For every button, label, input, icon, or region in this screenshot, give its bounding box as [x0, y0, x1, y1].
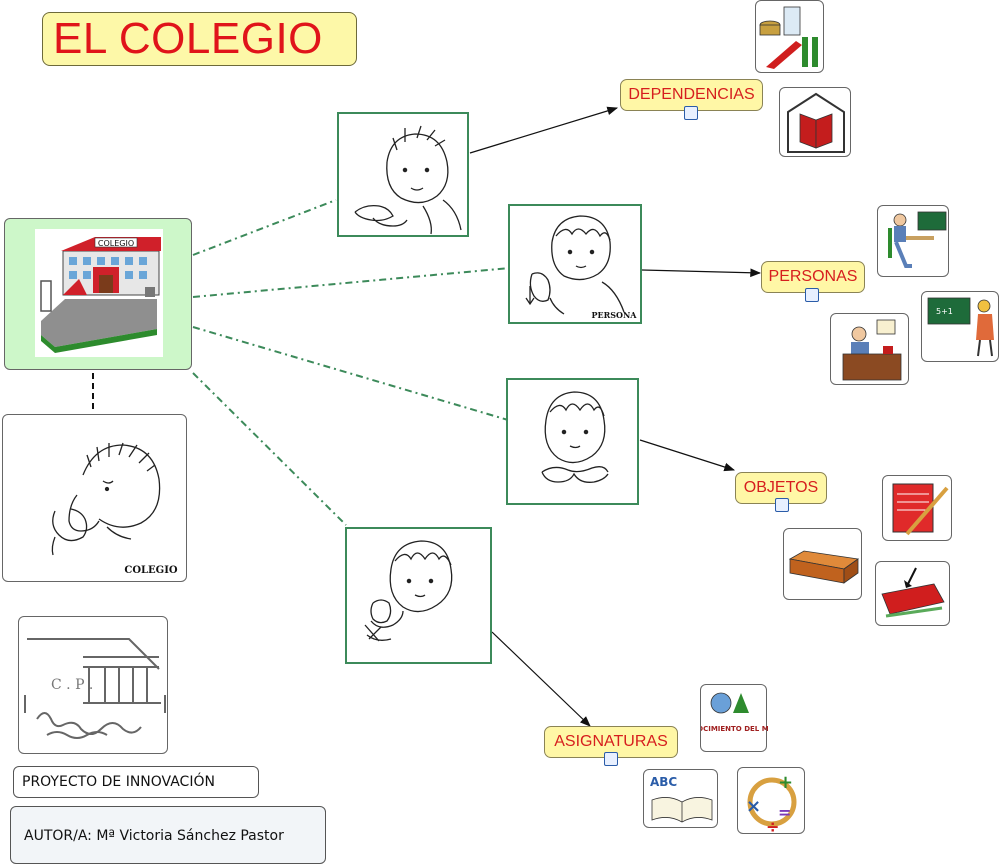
svg-text:×: ×: [746, 796, 761, 817]
conocimiento-medio-icon: CONOCIMIENTO DEL MEDIO: [701, 692, 768, 733]
objetos-submap-icon[interactable]: [775, 498, 789, 512]
objetos-picto-book[interactable]: [783, 528, 862, 600]
asignaturas-picto-math[interactable]: + × = ÷: [737, 767, 805, 835]
colegio-sign-node[interactable]: COLEGIO: [2, 414, 187, 582]
dependencias-submap-icon[interactable]: [684, 106, 698, 120]
asignaturas-submap-icon[interactable]: [604, 752, 618, 766]
dependencias-picto-playground[interactable]: [755, 0, 824, 73]
sign-asignaturas-node[interactable]: [345, 527, 492, 664]
persona-caption: PERSONA: [591, 310, 637, 320]
svg-text:÷: ÷: [766, 817, 779, 835]
personas-picto-teacher[interactable]: 5+1: [921, 291, 999, 362]
notebook-pencil-icon: [892, 483, 949, 536]
objetos-picto-notebook[interactable]: [882, 475, 952, 541]
arrow-connectors: [469, 106, 762, 727]
abc-book-icon: ABC: [650, 775, 713, 823]
svg-text:=: =: [778, 803, 791, 822]
svg-text:5+1: 5+1: [936, 307, 953, 316]
school-image-node[interactable]: COLEGIO: [4, 218, 192, 370]
personas-picto-student[interactable]: [877, 205, 949, 277]
abc-caption: ABC: [650, 775, 677, 789]
child-sign-colegio-icon: COLEGIO: [51, 442, 178, 576]
colegio-caption: COLEGIO: [124, 565, 178, 576]
teacher-board-icon: 5+1: [927, 297, 994, 357]
personas-submap-icon[interactable]: [805, 288, 819, 302]
map-title: EL COLEGIO: [42, 12, 357, 66]
svg-text:C . P .: C . P .: [51, 677, 93, 693]
playground-slide-icon: [759, 6, 818, 69]
child-sign-dependencias-icon: [354, 125, 462, 235]
school-sign-text: COLEGIO: [98, 239, 134, 248]
asignaturas-picto-abc[interactable]: ABC: [643, 769, 718, 828]
concept-personas[interactable]: PERSONAS: [761, 261, 865, 293]
objetos-picto-pencilcase[interactable]: [875, 561, 950, 626]
project-label: PROYECTO DE INNOVACIÓN: [13, 766, 259, 798]
sign-personas-node[interactable]: PERSONA: [508, 204, 642, 324]
library-book-icon: [787, 92, 845, 153]
child-sign-persona-icon: PERSONA: [525, 215, 637, 320]
sign-objetos-node[interactable]: [506, 378, 639, 505]
asignaturas-picto-conocimiento[interactable]: CONOCIMIENTO DEL MEDIO: [700, 684, 768, 752]
la-pedrera-logo: C . P .: [24, 638, 166, 739]
director-desk-icon: [842, 319, 902, 381]
math-operations-icon: + × = ÷: [746, 772, 797, 835]
student-desk-icon: [888, 211, 947, 268]
child-sign-asignaturas-icon: [364, 540, 453, 642]
sign-dependencias-node[interactable]: [337, 112, 469, 237]
dependencias-picto-library[interactable]: [779, 87, 851, 157]
dashed-connectors: [192, 199, 511, 526]
child-sign-objetos-icon: [541, 391, 609, 483]
conocimiento-caption: CONOCIMIENTO DEL MEDIO: [701, 725, 768, 733]
school-building-icon: COLEGIO: [35, 229, 163, 357]
personas-picto-director[interactable]: [830, 313, 909, 385]
author-label: AUTOR/A: Mª Victoria Sánchez Pastor: [10, 806, 326, 864]
svg-text:+: +: [778, 772, 793, 793]
pencil-case-icon: [881, 567, 945, 618]
closed-book-icon: [788, 550, 860, 584]
school-logo-node: C . P .: [18, 616, 168, 754]
